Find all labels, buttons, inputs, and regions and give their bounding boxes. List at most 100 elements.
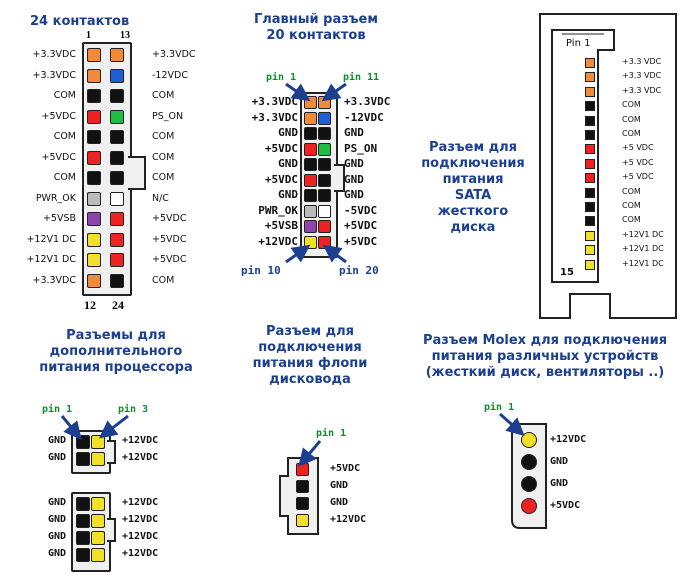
atx24-left-label: +3.3VDC bbox=[32, 69, 76, 81]
cpu8-left-label: GND bbox=[47, 514, 66, 525]
atx24-col-12-label: 12 bbox=[84, 298, 96, 312]
atx24-pin bbox=[87, 130, 101, 144]
sata-title: Разъем для подключения питания SATA жест… bbox=[418, 140, 528, 236]
floppy-title-line: подключения bbox=[258, 340, 362, 355]
atx20-latch bbox=[334, 164, 345, 192]
sata-pin bbox=[585, 187, 595, 198]
atx20-pin bbox=[304, 189, 317, 202]
atx20-left-label: +5VSB bbox=[264, 219, 298, 232]
cpu8-pin bbox=[76, 548, 90, 562]
atx24-pin bbox=[110, 109, 124, 124]
atx20-pin bbox=[318, 158, 331, 171]
sata-label: +3.3 VDC bbox=[622, 57, 662, 66]
atx24-latch bbox=[128, 156, 146, 190]
atx20-right-label: PS_ON bbox=[344, 141, 378, 155]
atx24-pin bbox=[110, 253, 124, 267]
atx24-left-label: COM bbox=[53, 172, 76, 183]
atx24-left-label: +12V1 DC bbox=[26, 254, 76, 265]
molex-label: +5VDC bbox=[550, 500, 581, 511]
floppy-label: +12VDC bbox=[330, 514, 367, 525]
sata-title-line: жесткого bbox=[437, 204, 509, 219]
atx24-pin bbox=[87, 150, 101, 165]
atx20-pin bbox=[318, 111, 331, 125]
floppy-title-line: дисковода bbox=[269, 372, 351, 387]
sata-title-line: Разъем для bbox=[429, 140, 517, 155]
atx24-right-label: COM bbox=[152, 131, 175, 142]
atx20-pin bbox=[304, 220, 317, 233]
atx24-pin bbox=[110, 68, 124, 83]
atx24-right-label: -12VDC bbox=[152, 69, 188, 81]
floppy-pin bbox=[296, 480, 309, 493]
atx24-pin bbox=[87, 48, 101, 62]
floppy-label: GND bbox=[330, 497, 349, 508]
atx20-left-label: +3.3VDC bbox=[251, 95, 298, 108]
atx24-left-label: COM bbox=[53, 131, 76, 142]
atx20-right-label: GND bbox=[344, 188, 364, 201]
atx20-right-label: +3.3VDC bbox=[344, 95, 391, 108]
atx20-pin bbox=[304, 111, 317, 125]
floppy-pin bbox=[296, 497, 309, 510]
atx20-pin11-label: pin 11 bbox=[343, 72, 380, 83]
atx24-pin bbox=[110, 48, 124, 62]
floppy-pin bbox=[296, 514, 309, 527]
molex-title-line: (жесткий диск, вентиляторы ..) bbox=[425, 365, 665, 380]
cpu-title-line: питания процессора bbox=[39, 360, 193, 375]
molex-title: Разъем Molex для подключения питания раз… bbox=[404, 333, 686, 381]
atx24-pin bbox=[87, 212, 101, 226]
sata-pin bbox=[585, 158, 595, 169]
atx24-pin bbox=[110, 171, 124, 185]
cpu-4pin-latch bbox=[107, 440, 116, 464]
atx24-pin bbox=[87, 191, 101, 206]
atx20-pin bbox=[318, 142, 331, 156]
atx20-right-label: GND bbox=[344, 157, 364, 170]
molex-pin bbox=[521, 476, 537, 492]
sata-pin bbox=[585, 173, 595, 184]
atx24-left-label: +5VDC bbox=[41, 151, 76, 163]
atx24-pin bbox=[87, 253, 101, 267]
cpu8-pin bbox=[76, 497, 90, 511]
sata-label: +12V1 DC bbox=[622, 229, 664, 239]
cpu-title-line: дополнительного bbox=[49, 344, 183, 359]
atx24-pin bbox=[110, 130, 124, 144]
atx20-pin bbox=[318, 173, 331, 187]
sata-label: +12V1 DC bbox=[622, 258, 664, 268]
cpu4-right-label: +12VDC bbox=[122, 435, 159, 446]
atx24-col-1-label: 1 bbox=[86, 30, 91, 41]
sata-label: COM bbox=[622, 215, 641, 225]
sata-label: +5 VDC bbox=[622, 143, 654, 153]
sata-pin bbox=[585, 144, 595, 155]
floppy-pin1-label: pin 1 bbox=[316, 428, 347, 439]
atx24-pin bbox=[87, 273, 101, 288]
atx24-left-label: +3.3VDC bbox=[32, 274, 76, 286]
atx24-pin bbox=[110, 273, 124, 288]
atx24-col-13-label: 13 bbox=[120, 30, 130, 41]
atx24-pin bbox=[87, 109, 101, 124]
sata-title-line: питания bbox=[442, 172, 504, 187]
floppy-title-line: питания флопи bbox=[252, 356, 368, 371]
cpu-8pin-latch bbox=[107, 518, 116, 542]
molex-pin bbox=[521, 432, 537, 448]
floppy-title: Разъем для подключения питания флопи дис… bbox=[240, 324, 380, 388]
floppy-label: +5VDC bbox=[330, 463, 361, 474]
sata-pin bbox=[585, 230, 595, 241]
atx20-pin bbox=[304, 204, 317, 218]
atx24-left-label: +5VSB bbox=[42, 213, 76, 224]
sata-title-line: подключения bbox=[421, 156, 525, 171]
cpu4-pin bbox=[76, 452, 90, 466]
molex-pin bbox=[521, 498, 537, 514]
atx20-pin bbox=[304, 127, 317, 140]
atx20-right-label: GND bbox=[344, 172, 364, 186]
cpu8-pin bbox=[76, 514, 90, 528]
sata-pin bbox=[585, 216, 595, 227]
sata-pin bbox=[585, 58, 595, 68]
cpu8-pin bbox=[91, 514, 105, 528]
sata-pin bbox=[585, 130, 595, 140]
cpu8-left-label: GND bbox=[47, 531, 66, 542]
atx20-left-label: GND bbox=[278, 157, 298, 170]
sata-label: +5 VDC bbox=[622, 172, 654, 182]
sata-pin bbox=[585, 86, 595, 97]
sata-pin bbox=[585, 115, 595, 126]
sata-pin bbox=[585, 72, 595, 83]
atx24-pin bbox=[87, 232, 101, 247]
